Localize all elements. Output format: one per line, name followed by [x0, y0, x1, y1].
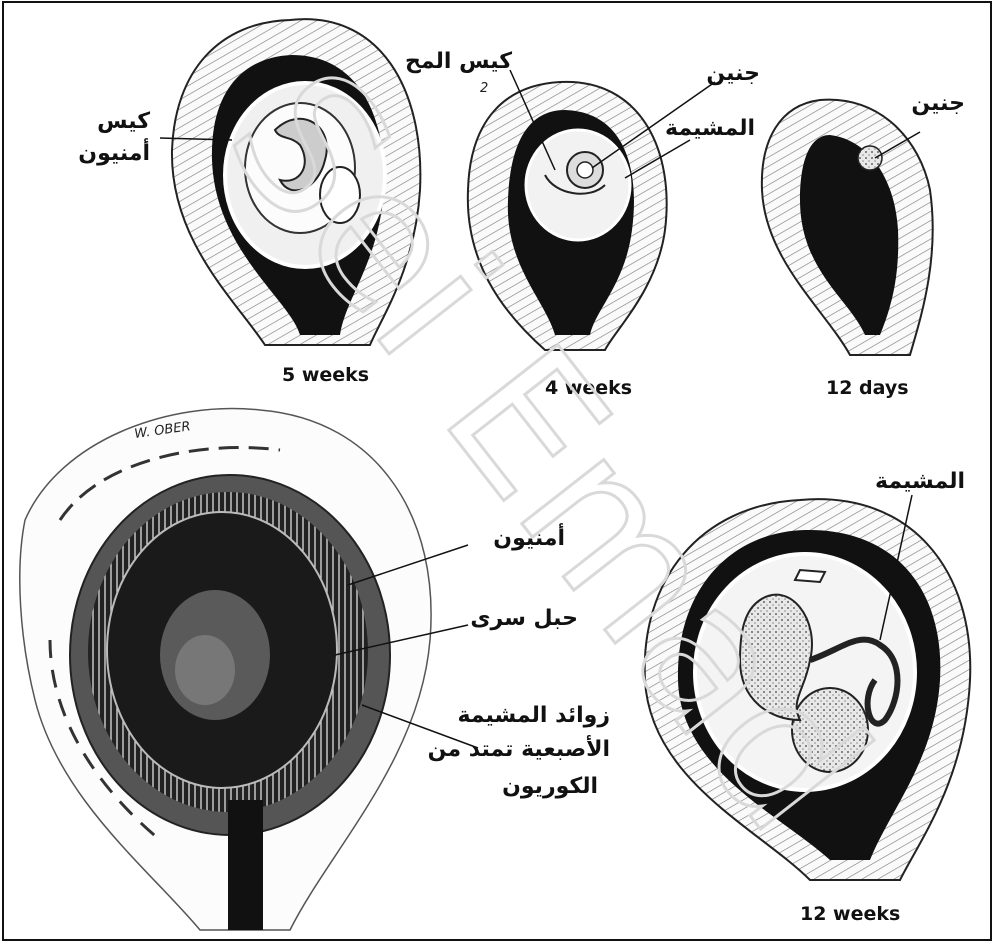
- label-placenta-12w: المشيمة: [875, 469, 965, 494]
- label-villi-line2: الأصبعية تمتد من: [428, 734, 610, 762]
- implanted-embryo: [858, 146, 882, 170]
- label-embryo-4w: جنين: [706, 61, 760, 86]
- label-yolk-sac: كيس المح: [405, 49, 512, 74]
- caption-12-days: 12 days: [826, 377, 909, 399]
- label-amnion-sac-line1: كيس: [97, 109, 150, 134]
- label-placenta-4w: المشيمة: [665, 116, 755, 141]
- label-villi-line1: زوائد المشيمة: [457, 703, 610, 728]
- label-embryo-12d: جنين: [911, 91, 965, 116]
- label-amnion-sac-line2: أمنيون: [78, 137, 150, 166]
- label-villi-line3: الكوريون: [502, 774, 598, 799]
- caption-12-weeks: 12 weeks: [800, 903, 900, 925]
- label-marker: 2: [480, 81, 488, 96]
